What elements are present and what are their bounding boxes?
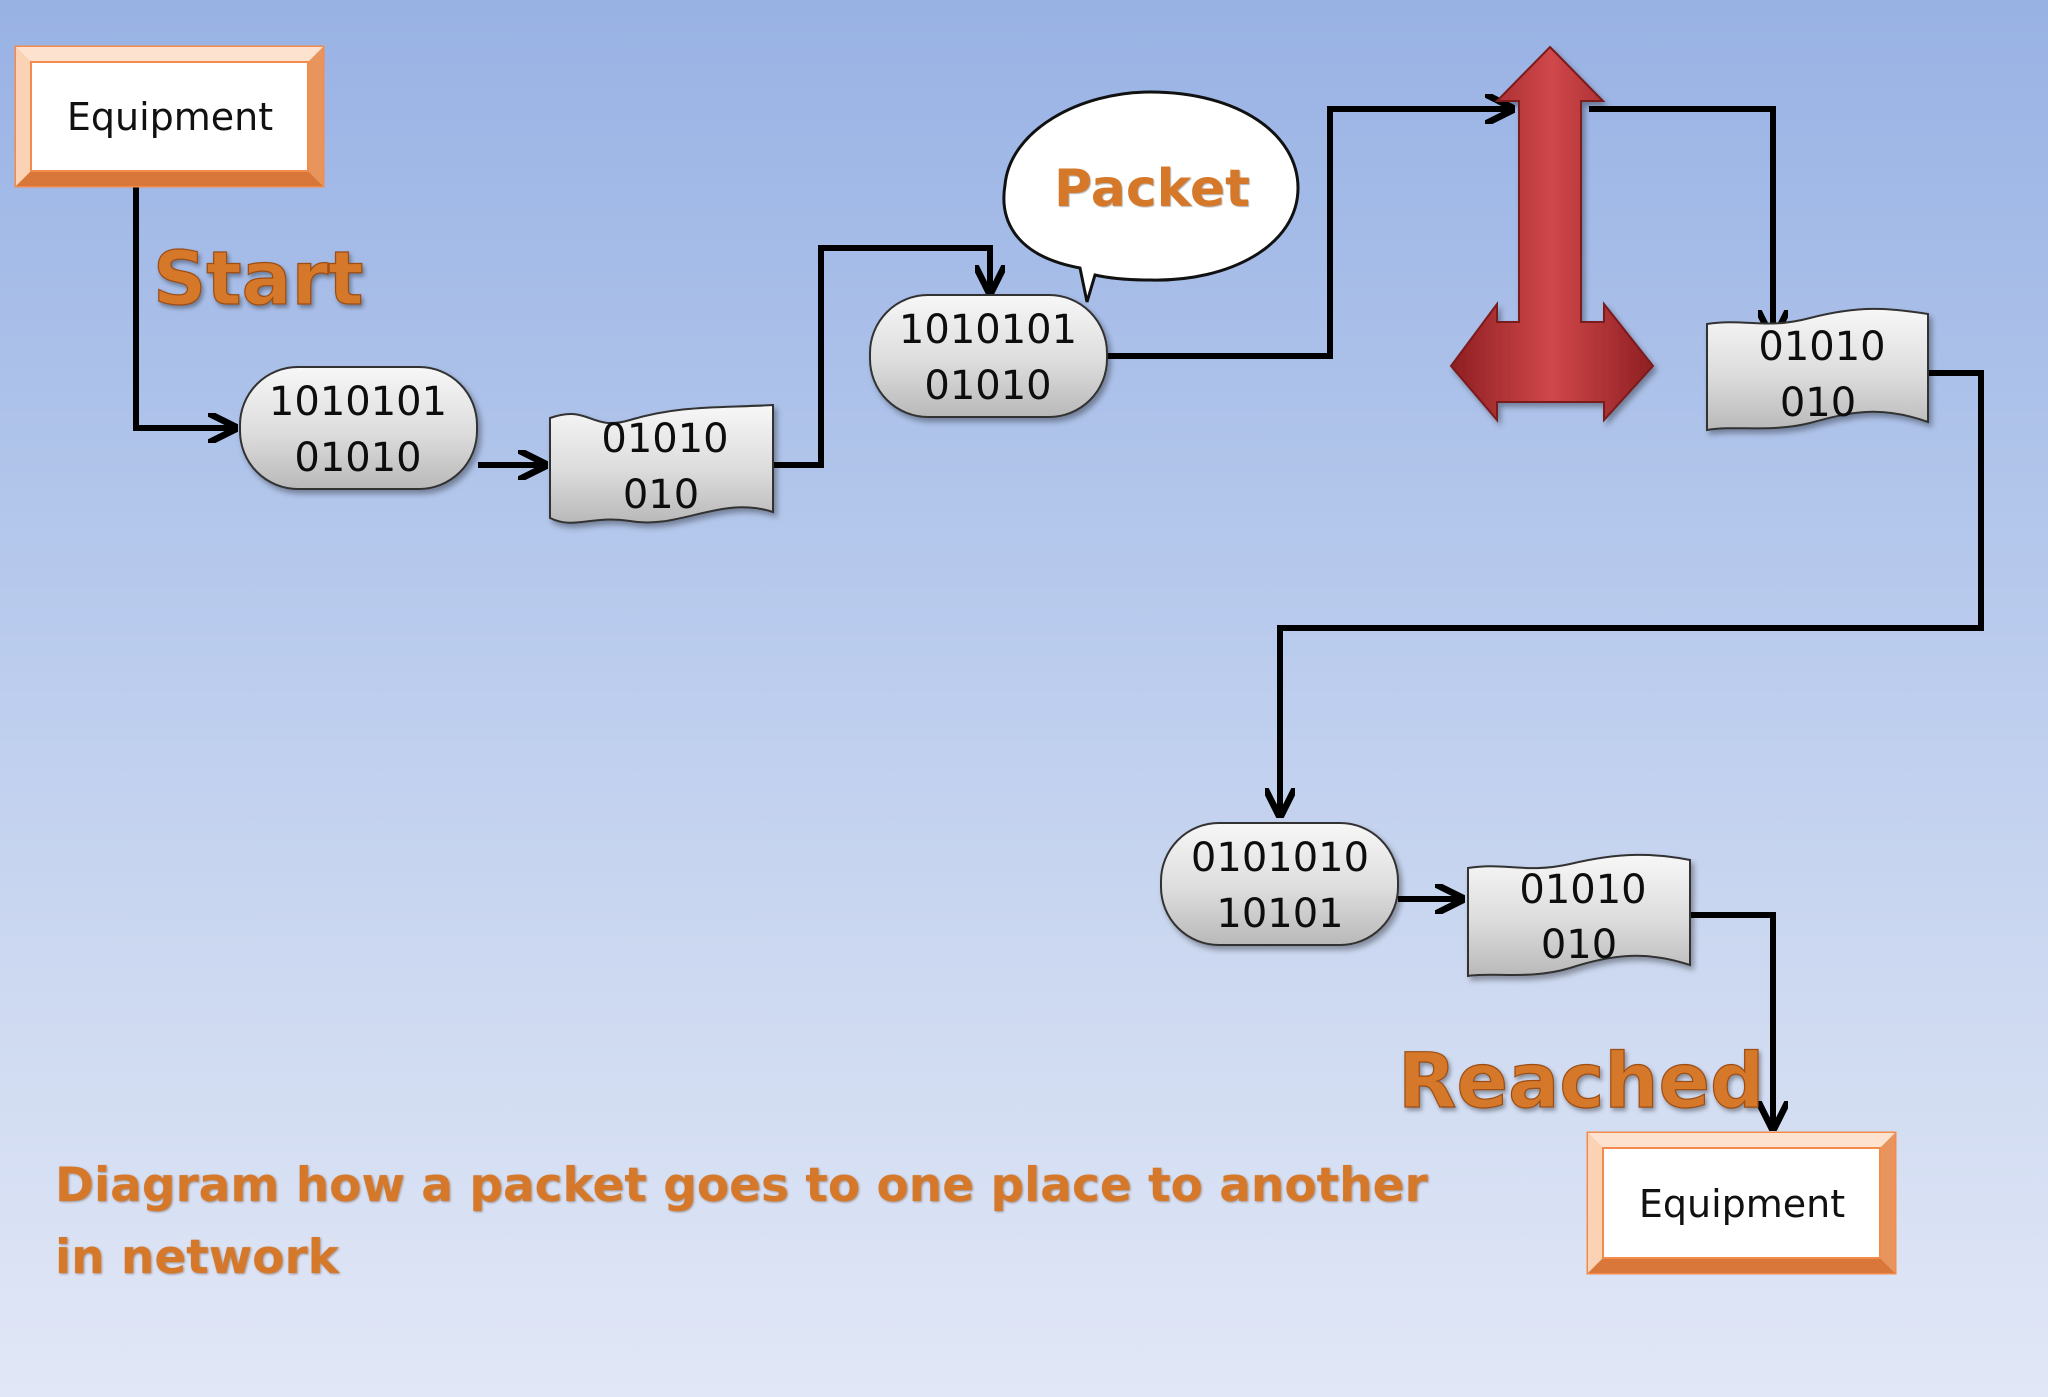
packet-node-1: 1010101 01010 xyxy=(239,366,478,490)
equipment-source: Equipment xyxy=(14,45,325,188)
document-node-1-line1: 01010 xyxy=(601,416,728,462)
packet-node-1-line1: 1010101 xyxy=(269,379,447,425)
document-node-3-line1: 01010 xyxy=(1519,867,1646,913)
document-node-3-line2: 010 xyxy=(1541,922,1617,968)
connector-packet-2-to-router xyxy=(1107,109,1512,359)
three-way-arrow-icon xyxy=(1449,45,1655,423)
document-node-2: 01010 010 xyxy=(1706,307,1929,432)
document-node-1-line2: 010 xyxy=(623,472,699,518)
connectors xyxy=(133,106,1984,1128)
packet-node-1-line2: 01010 xyxy=(294,435,421,481)
equipment-destination: Equipment xyxy=(1586,1131,1897,1275)
packet-node-3-line2: 10101 xyxy=(1216,891,1343,937)
equipment-destination-label: Equipment xyxy=(1639,1182,1845,1226)
packet-label: Packet xyxy=(1054,159,1250,219)
start-label: Start xyxy=(153,236,363,322)
connector-document-1-to-packet-2 xyxy=(773,245,990,468)
packet-node-2-line2: 01010 xyxy=(924,363,1051,409)
connector-router-to-document-2 xyxy=(1589,106,1773,337)
packet-node-3-line1: 0101010 xyxy=(1191,835,1369,881)
connector-document-2-to-packet-3 xyxy=(1280,370,1984,815)
packet-node-2-line1: 1010101 xyxy=(899,307,1077,353)
packet-node-2: 1010101 01010 xyxy=(869,294,1108,418)
reached-label: Reached xyxy=(1398,1036,1764,1125)
document-node-2-line1: 01010 xyxy=(1758,324,1885,370)
document-node-2-line2: 010 xyxy=(1780,380,1856,426)
packet-speech-bubble: Packet xyxy=(1002,90,1300,303)
equipment-source-label: Equipment xyxy=(67,95,273,139)
diagram-caption: Diagram how a packet goes to one place t… xyxy=(55,1158,1428,1285)
packet-node-3: 0101010 10101 xyxy=(1160,822,1399,946)
connector-document-3-to-equipment xyxy=(1690,912,1773,1128)
document-node-1: 01010 010 xyxy=(549,403,774,524)
connector-equipment-to-packet-1 xyxy=(133,187,235,428)
document-node-3: 01010 010 xyxy=(1467,853,1691,978)
